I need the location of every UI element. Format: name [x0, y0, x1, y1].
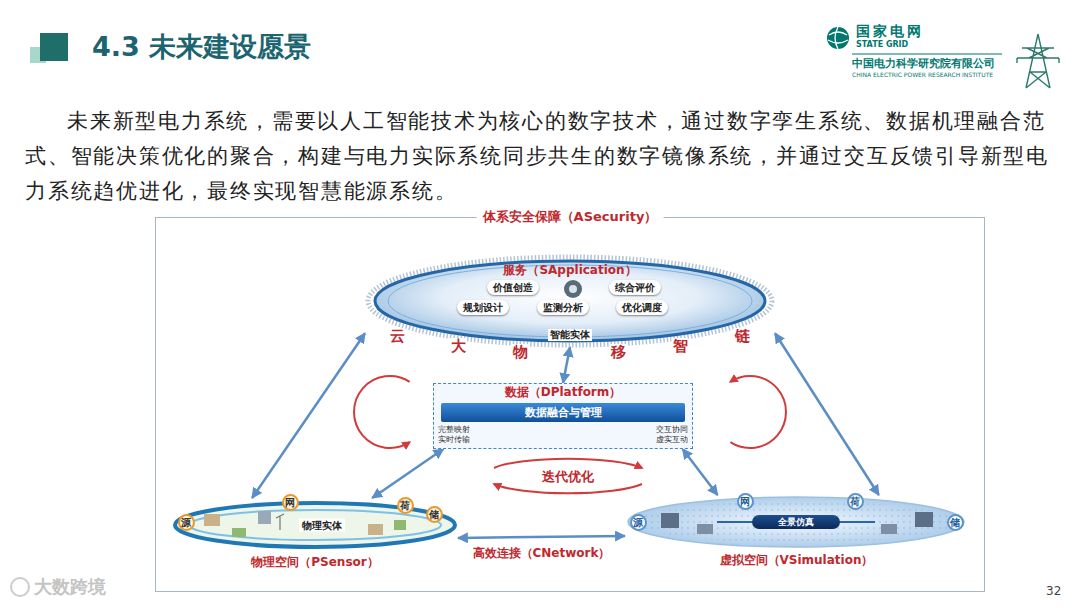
security-frame: 体系安全保障（ASecurity）服务（SApplication）价值创造综合评…: [155, 217, 985, 592]
watermark-icon: [11, 578, 29, 596]
energy-circle: 荷: [397, 497, 414, 514]
energy-circle: 网: [737, 493, 754, 510]
double-arrow: [775, 333, 879, 495]
cycle-arrow: [354, 376, 410, 448]
circle-label: 源: [632, 516, 645, 529]
cycle-arrow: [730, 376, 786, 448]
pill-label: 规划设计: [463, 301, 503, 314]
layer-heading: 物理空间（PSensor）: [251, 555, 378, 570]
institute-name: CHINA ELECTRIC POWER RESEARCH INSTITUTE: [852, 71, 993, 79]
cycle-label: 迭代优化: [542, 469, 594, 484]
energy-circle: 荷: [847, 493, 864, 510]
page-number: 32: [1046, 584, 1061, 598]
circle-label: 储: [949, 516, 962, 529]
ring-letter: 移: [610, 344, 627, 360]
energy-circle: 储: [426, 506, 443, 523]
energy-circle: 源: [630, 514, 647, 531]
circle-label: 荷: [849, 495, 862, 508]
frame-heading: 体系安全保障（ASecurity）: [477, 209, 664, 225]
service-pill: 综合评价: [609, 280, 661, 295]
ring-letter: 智: [672, 338, 689, 354]
body-text: 全景仿真: [752, 515, 840, 529]
watermark: 大数跨境: [34, 576, 106, 598]
band-text: 数据融合与管理: [441, 403, 685, 422]
intro-paragraph: 未来新型电力系统，需要以人工智能技术为核心的数字技术，通过数字孪生系统、数据机理…: [25, 104, 1055, 209]
logo-rule: [852, 54, 1002, 55]
energy-circle: 储: [947, 514, 964, 531]
logo-globe-lines: [828, 27, 848, 49]
edge-label: 高效连接（CNetwork）: [471, 546, 613, 561]
body-text: 物理实体: [299, 519, 345, 532]
data-band: 数据融合与管理: [441, 403, 685, 422]
ring-letter: 链: [734, 328, 751, 344]
service-pill: 价值创造: [487, 280, 539, 295]
ring-letter: 大: [450, 338, 467, 354]
pill-label: 优化调度: [622, 301, 662, 314]
double-arrow: [372, 449, 443, 498]
circle-label: 网: [284, 496, 297, 509]
pill-label: 价值创造: [493, 281, 533, 294]
pylon-icon: [1017, 34, 1059, 88]
energy-circle: 网: [282, 494, 299, 511]
layer-heading: 服务（SApplication）: [503, 263, 636, 278]
virtual-space: 虚拟空间（VSimulation） 全景仿真 源 网 荷储: [625, 495, 968, 572]
cycle-arrow: [494, 459, 642, 468]
double-arrow: [563, 347, 570, 383]
physical-space: 物理空间（PSensor） 物理实体 源 网 荷储: [172, 498, 458, 572]
ring-letter: 云: [389, 328, 406, 344]
service-pill: 规划设计: [457, 300, 509, 315]
logo-globe: [827, 27, 849, 49]
ring-letter: 物: [512, 344, 529, 360]
institute-name: 中国电力科学研究院有限公司: [852, 57, 995, 70]
logo-name: 国家电网: [856, 23, 924, 39]
double-arrow: [458, 536, 625, 538]
circle-label: 储: [428, 508, 441, 521]
slide-title: 4.3 未来建设愿景: [92, 31, 311, 63]
layer-heading: 数据（DPlatform）: [505, 385, 622, 400]
circle-label: 荷: [399, 499, 412, 512]
pill-label: 综合评价: [615, 281, 655, 294]
energy-circle: 源: [178, 514, 195, 531]
circle-label: 源: [180, 516, 193, 529]
cycle-arrow: [494, 484, 642, 493]
service-pill: 监测分析: [537, 300, 589, 315]
layer-heading: 虚拟空间（VSimulation）: [720, 553, 874, 568]
service-pill: 优化调度: [616, 300, 668, 315]
title-square: [40, 33, 68, 61]
data-panel: 数据（DPlatform） 完整映射 实时传输 交互协同 虚实互动 数据融合与管理: [433, 383, 693, 449]
pill-label: 监测分析: [543, 301, 583, 314]
logo-name: STATE GRID: [856, 40, 908, 50]
double-arrow: [683, 449, 718, 495]
note-text: 完整映射 实时传输: [438, 425, 472, 445]
double-arrow: [252, 333, 365, 498]
entity-label: 智能实体: [548, 329, 592, 341]
circle-label: 网: [739, 495, 752, 508]
note-text: 交互协同 虚实互动: [654, 425, 688, 445]
